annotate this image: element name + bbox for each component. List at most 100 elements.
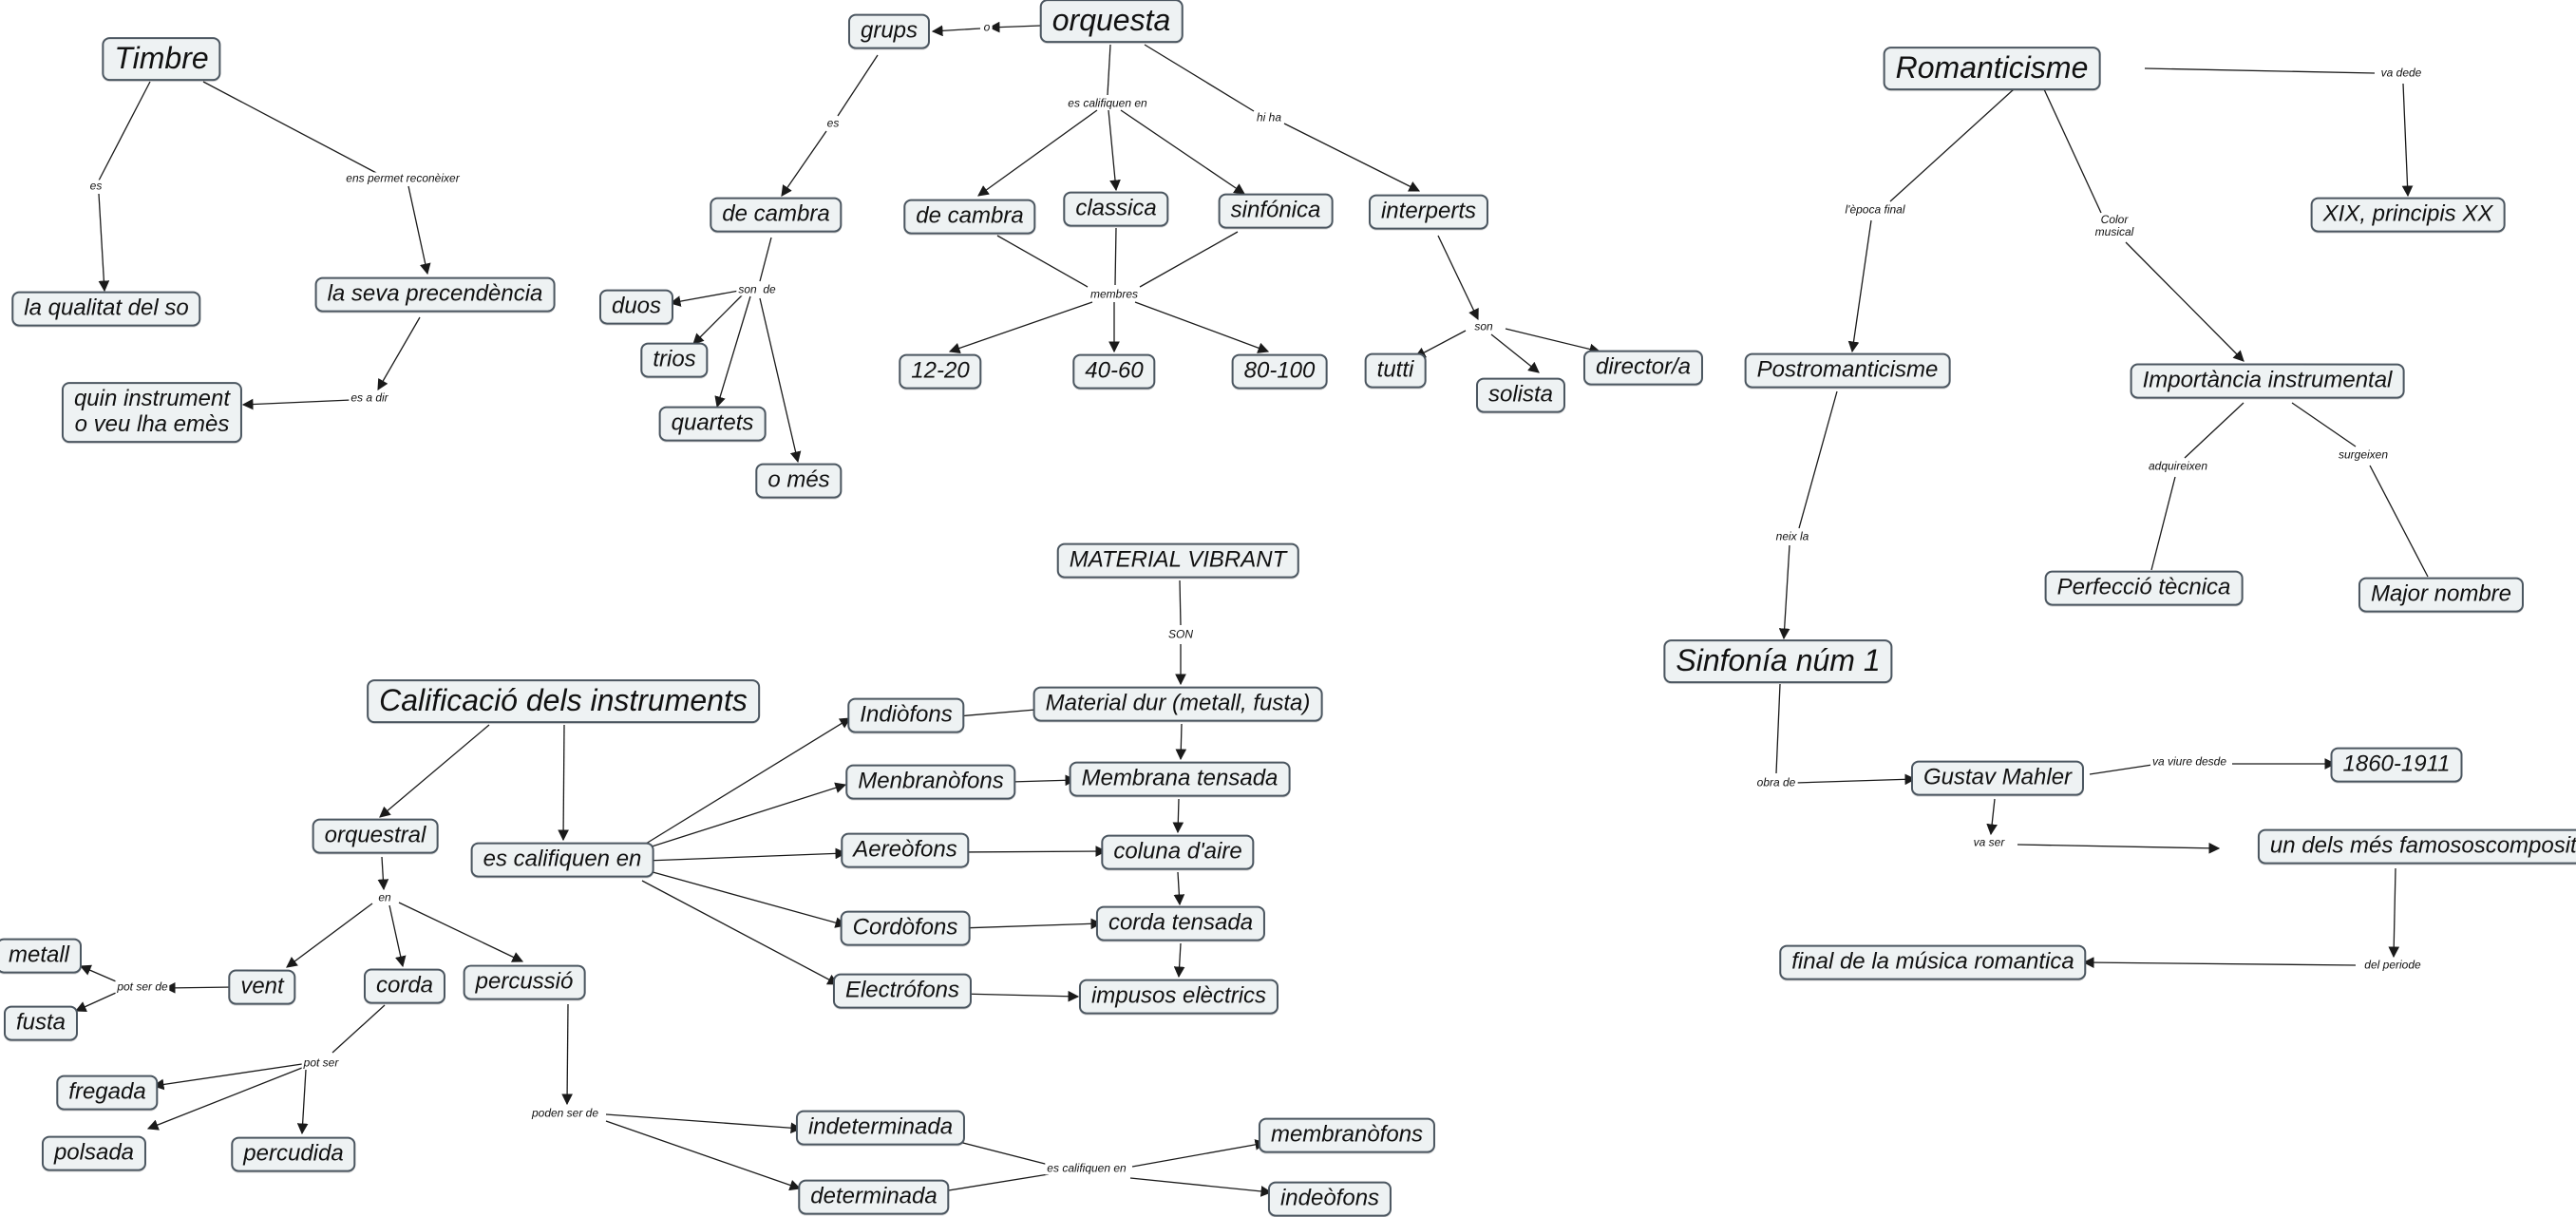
node-xix-principis-xx[interactable]: XIX, principis XX — [2310, 197, 2506, 233]
connector-line — [988, 21, 1041, 33]
node-interperts[interactable]: interperts — [1368, 194, 1489, 230]
node-80-100[interactable]: 80-100 — [1231, 353, 1328, 390]
node-major-nombre[interactable]: Major nombre — [2358, 577, 2525, 613]
connector-line — [759, 237, 772, 282]
node-metall[interactable]: metall — [0, 938, 83, 974]
connector-line — [2184, 402, 2245, 459]
node-trios[interactable]: trios — [640, 342, 709, 378]
node-cordofons[interactable]: Cordòfons — [840, 910, 971, 946]
connector-line — [1798, 390, 1838, 529]
connector-line — [2388, 867, 2400, 959]
node-classica[interactable]: classica — [1063, 191, 1169, 227]
connector-line — [1490, 333, 1540, 373]
node-calificacio[interactable]: Calificació dels instruments — [367, 679, 760, 723]
node-12-20[interactable]: 12-20 — [899, 353, 982, 390]
node-postromanticisme[interactable]: Postromanticisme — [1744, 352, 1951, 389]
node-determinada[interactable]: determinada — [798, 1179, 950, 1215]
connector-line — [2401, 83, 2414, 198]
link-label-es: es — [87, 179, 104, 193]
link-label-del-periode: del periode — [2362, 958, 2423, 972]
node-importancia-instrumental[interactable]: Importància instrumental — [2130, 363, 2405, 399]
node-percudida[interactable]: percudida — [231, 1136, 356, 1172]
node-de-cambra-orquesta[interactable]: de cambra — [903, 199, 1036, 235]
node-material-dur[interactable]: Material dur (metall, fusta) — [1032, 686, 1323, 722]
connector-line — [2291, 402, 2357, 447]
node-percussio[interactable]: percussió — [463, 964, 586, 1000]
connector-line — [641, 880, 840, 985]
connector-line — [977, 109, 1098, 197]
connector-line — [931, 25, 981, 37]
node-duos[interactable]: duos — [598, 289, 674, 325]
node-tutti[interactable]: tutti — [1364, 352, 1427, 389]
node-solista[interactable]: solista — [1475, 377, 1566, 413]
node-membranofons-perc[interactable]: membranòfons — [1258, 1117, 1436, 1153]
connector-line — [645, 782, 847, 849]
node-corda[interactable]: corda — [363, 968, 446, 1004]
node-membrana-tensada[interactable]: Membrana tensada — [1069, 761, 1291, 797]
link-label-son-interperts: son — [1472, 319, 1495, 333]
link-label-va-viure-desde: va viure desde — [2150, 754, 2229, 769]
connector-line — [79, 964, 117, 982]
node-electrofons[interactable]: Electrófons — [832, 973, 973, 1009]
connector-line — [930, 1173, 1050, 1194]
node-membranofons[interactable]: Menbranòfons — [845, 764, 1016, 800]
node-corda-tensada[interactable]: corda tensada — [1095, 905, 1266, 941]
node-un-dels-mes-famosos[interactable]: un dels més famososcompositors — [2257, 828, 2576, 865]
node-polsada[interactable]: polsada — [41, 1135, 147, 1171]
node-director[interactable]: director/a — [1582, 350, 1704, 386]
node-aereofons[interactable]: Aereòfons — [841, 832, 970, 868]
connector-line — [98, 193, 110, 293]
node-fregada[interactable]: fregada — [56, 1074, 159, 1111]
node-coluna-daire[interactable]: coluna d'aire — [1101, 834, 1255, 870]
connector-line — [1114, 227, 1117, 286]
link-label-obra-de: obra de — [1754, 775, 1798, 789]
connector-line — [74, 992, 117, 1012]
node-idiofons[interactable]: Indiòfons — [847, 697, 965, 733]
node-quartets[interactable]: quartets — [658, 406, 767, 442]
node-sinfonica[interactable]: sinfónica — [1218, 193, 1334, 229]
connector-line — [1889, 88, 2015, 202]
node-orquestral[interactable]: orquestral — [312, 818, 439, 854]
node-grups[interactable]: grups — [847, 13, 931, 49]
node-fusta[interactable]: fusta — [3, 1005, 79, 1041]
connector-line — [146, 1067, 303, 1131]
link-label-adquireixen: adquireixen — [2146, 459, 2210, 473]
node-40-60[interactable]: 40-60 — [1072, 353, 1156, 390]
connector-line — [286, 903, 373, 968]
connector-line — [1847, 219, 1872, 353]
node-indeterminada[interactable]: indeterminada — [795, 1110, 966, 1146]
link-label-es-califiquen-en: es califiquen en — [1066, 96, 1149, 110]
link-label-poden-ser-de: poden ser de — [529, 1106, 601, 1120]
node-sinfonia-num-1[interactable]: Sinfonía núm 1 — [1663, 639, 1893, 683]
node-o-mes[interactable]: o més — [755, 463, 843, 499]
connector-line — [1794, 773, 1917, 786]
connector-line — [331, 1004, 386, 1054]
connector-line — [1283, 123, 1421, 192]
connector-line — [202, 81, 381, 176]
connector-line — [605, 1113, 803, 1134]
node-final-de-la-musica[interactable]: final de la música romantica — [1779, 944, 2087, 980]
node-impulsos-electrics[interactable]: impusos elèctrics — [1078, 979, 1279, 1015]
link-label-va-ser: va ser — [1971, 835, 2007, 849]
link-label-lepoca-final: l'època final — [1843, 202, 1907, 217]
node-gustav-mahler[interactable]: Gustav Mahler — [1910, 760, 2085, 796]
node-1860-1911[interactable]: 1860-1911 — [2330, 747, 2463, 783]
node-indeofons[interactable]: indeòfons — [1267, 1181, 1392, 1217]
connector-line — [948, 301, 1093, 354]
node-vent[interactable]: vent — [228, 969, 296, 1005]
node-material-vibrant[interactable]: MATERIAL VIBRANT — [1056, 542, 1299, 579]
node-quin-instrument[interactable]: quin instrument o veu lha emès — [61, 382, 243, 443]
node-es-califiquen-en[interactable]: es califiquen en — [470, 842, 654, 878]
node-orquesta[interactable]: orquesta — [1039, 0, 1184, 43]
node-romanticisme[interactable]: Romanticisme — [1883, 47, 2101, 90]
connector-line — [759, 297, 802, 464]
connector-line — [241, 398, 352, 410]
node-la-qualitat-del-so[interactable]: la qualitat del so — [11, 291, 201, 327]
link-label-ens-permet-reconeixer: ens permet reconèixer — [344, 171, 462, 185]
connector-line — [1172, 798, 1184, 834]
node-la-seva-precendencia[interactable]: la seva precendència — [314, 276, 556, 313]
node-timbre[interactable]: Timbre — [102, 37, 221, 81]
node-de-cambra-grups[interactable]: de cambra — [710, 197, 843, 233]
node-perfeccio-tecnica[interactable]: Perfecció tècnica — [2044, 570, 2244, 606]
